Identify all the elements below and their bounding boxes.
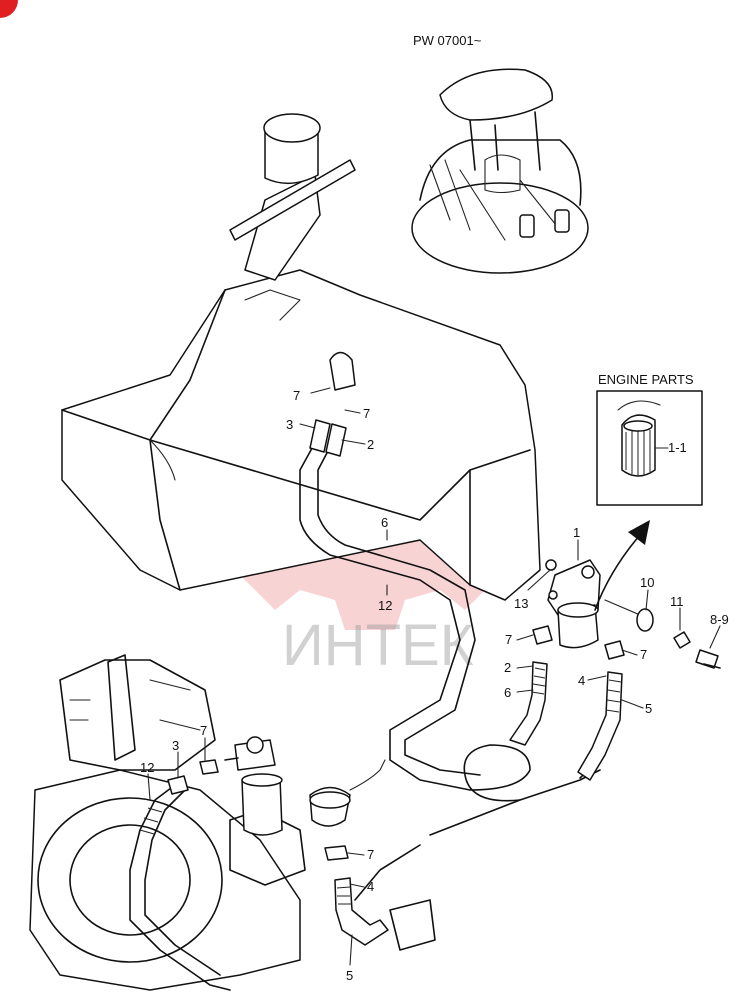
machine-thumbnail-icon: [411, 68, 589, 274]
callout-4b: 4: [367, 879, 374, 894]
right-hoses: [509, 625, 625, 781]
callout-11: 11: [670, 594, 684, 609]
inset-title: ENGINE PARTS: [598, 372, 694, 387]
callout-3b: 3: [172, 738, 179, 753]
callout-3a: 3: [286, 417, 293, 432]
callout-5a: 5: [645, 701, 652, 716]
callout-2a: 2: [367, 437, 374, 452]
hose-clamp-icon: [199, 759, 386, 861]
hardware-parts: [545, 559, 721, 669]
callout-2b: 2: [504, 660, 511, 675]
callout-12a: 12: [378, 598, 392, 613]
callout-6b: 6: [504, 685, 511, 700]
callout-7b: 7: [363, 406, 370, 421]
engine-hose-12: [129, 784, 231, 991]
callout-10: 10: [640, 575, 654, 590]
callout-7d: 7: [640, 647, 647, 662]
fuel-filter-icon: [547, 559, 601, 649]
watermark-text: ИНТЕК: [282, 613, 474, 678]
callout-7c: 7: [505, 632, 512, 647]
engine-parts-inset: ENGINE PARTS 1-1: [596, 372, 703, 506]
callout-7f: 7: [367, 847, 374, 862]
fuel-tank-icon: [61, 113, 541, 601]
callout-7a: 7: [293, 388, 300, 403]
inset-part-label: 1-1: [668, 440, 687, 455]
callout-12b: 12: [140, 760, 154, 775]
callout-4a: 4: [578, 673, 585, 688]
serial-note: PW 07001~: [413, 33, 482, 48]
leader-lines: [147, 387, 721, 966]
corner-mark: [0, 0, 18, 18]
callout-13: 13: [514, 596, 528, 611]
engine-block: [29, 654, 436, 991]
callout-7e: 7: [200, 723, 207, 738]
callout-8-9: 8-9: [710, 612, 729, 627]
callout-labels: 7 7 3 2 6 12 1 13 10 11 8-9 7 7 2 6 4 5 …: [140, 388, 729, 983]
engine-filter-icon: [224, 736, 283, 836]
tank-outlet-hoses: [299, 351, 531, 802]
callout-1: 1: [573, 525, 580, 540]
callout-6a: 6: [381, 515, 388, 530]
callout-5b: 5: [346, 968, 353, 983]
engine-hose-5: [334, 877, 389, 946]
arrow-to-inset: [594, 520, 650, 611]
